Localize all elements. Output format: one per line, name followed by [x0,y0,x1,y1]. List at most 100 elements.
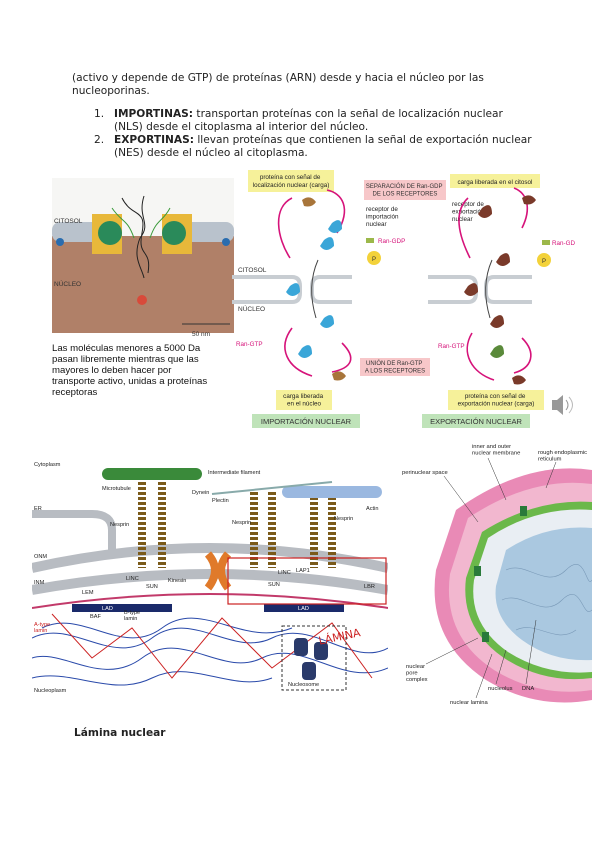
caption-line: Las moléculas menores a 5000 Da [52,343,201,354]
pore-complex-label: nuclear pore complex [406,664,428,683]
list-item: 1. IMPORTINAS: transportan proteínas con… [94,108,534,134]
label-line: SEPARACIÓN DE Ran-GDP [366,183,443,190]
importacion-title: IMPORTACIÓN NUCLEAR [261,417,352,426]
nucleo-label: NÚCLEO [54,279,81,288]
lem-label: LEM [82,590,94,596]
caption-line: transporte activo, unidas a proteínas [52,376,207,387]
cytoplasm-label: Cytoplasm [34,462,61,468]
list-term: IMPORTINAS: [114,108,194,120]
receptor-import-label: receptor de importación nuclear [366,206,400,228]
perinuclear-label: perinuclear space [402,470,448,476]
ran-gtp-label: Ran-GTP [236,341,263,348]
ran-gtp-label-2: Ran-GTP [438,343,465,350]
plectin-label: Plectin [212,498,229,504]
exportacion-title: EXPORTACIÓN NUCLEAR [430,417,522,426]
microtubule-label: Microtubule [102,486,131,492]
union-label: UNIÓN DE Ran-GTP A LOS RECEPTORES [365,360,425,375]
label-line: receptor de [452,201,484,208]
label-line: importación [366,214,399,221]
label-line: rough endoplasmic [538,450,587,456]
label-line: carga liberada [283,393,323,400]
scale-label: 50 nm [192,331,210,338]
intro-paragraph: (activo y depende de GTP) de proteínas (… [72,72,484,97]
sun-label-2: SUN [268,582,280,588]
ran-gdp-label-2: Ran-GD [552,240,576,247]
label-line: A LOS RECEPTORES [365,369,425,375]
label-line: nuclear [452,216,473,223]
a-type-lamin-label: A-type lamin [34,622,52,634]
pore-caption: Las moléculas menores a 5000 Da pasan li… [52,343,210,398]
section-title: Lámina nuclear [74,727,166,739]
label-line: B-type [124,610,140,616]
label-line: complex [406,677,428,683]
transport-list: 1. IMPORTINAS: transportan proteínas con… [94,108,534,160]
nucleo-label-2: NÚCLEO [238,304,265,313]
label-line: lamin [34,628,47,634]
label-line: A-type [34,622,50,628]
label-line: DE LOS RECEPTORES [373,192,438,198]
nucleosome-label: Nucleosome [288,682,319,688]
caption-line: mayores lo deben hacer por [52,365,172,376]
citosol-label-2: CITOSOL [238,267,267,274]
membrane-label: inner and outer nuclear membrane [472,444,520,457]
nesprin-label: Nesprin [110,522,129,528]
b-type-lamin-label: B-type lamin [124,610,142,622]
kinesin-label: Kinesin [168,578,186,584]
list-text: transportan proteínas con la señal de lo… [114,108,503,133]
label-line: nuclear [406,664,425,670]
inm-label: INM [34,580,45,586]
nucleolus-label: nucleolus [488,686,513,692]
list-number: 1. [94,108,105,120]
carga-export-label: proteína con señal de exportación nuclea… [458,393,535,408]
intermediate-filament-label: Intermediate filament [208,470,261,476]
speaker-icon[interactable] [552,395,573,415]
nuclear-lamina-label: nuclear lamina [450,700,488,706]
label-line: nuclear membrane [472,451,520,457]
label-line: lamin [124,616,137,622]
ran-gdp-label: Ran-GDP [378,238,405,245]
label-line: receptor de [366,206,398,213]
list-item: 2. EXPORTINAS: llevan proteínas que cont… [94,134,534,160]
caption-line: pasan libremente mientras que las [52,354,199,365]
lad-label: LAD [102,606,113,612]
baf-label: BAF [90,614,101,620]
nucleus-figure: inner and outer nuclear membrane rough e… [396,440,592,710]
receptor-export-label: receptor de exportación nuclear [452,201,486,223]
onm-label: ONM [34,554,47,560]
label-line: proteína con señal de [465,393,526,400]
rough-er-label: rough endoplasmic reticulum [538,450,589,463]
nuclear-pore-figure: CITOSOL NÚCLEO 50 nm Las moléculas menor… [52,178,234,398]
dna-label: DNA [522,686,534,692]
sun-label: SUN [146,584,158,590]
label-line: en el núcleo [287,401,321,408]
actin-label: Actin [366,506,378,512]
label-line: localización nuclear (carga) [253,182,330,189]
phosphate-label-2: P [542,259,546,265]
dynein-label: Dynein [192,490,209,496]
list-number: 2. [94,134,105,146]
label-line: exportación nuclear (carga) [458,401,535,408]
label-line: inner and outer [472,444,511,450]
carga-nucleo-label: carga liberada en el núcleo [283,393,325,408]
lamina-figure: Cytoplasm Microtubule Dynein Intermediat… [32,458,388,698]
label-line: reticulum [538,457,562,463]
label-line: UNIÓN DE Ran-GTP [366,360,422,367]
linc-label-2: LINC [278,570,291,576]
carga-citosol-label: carga liberada en el citosol [458,179,533,186]
nesprin-label-2: Nesprin [232,520,251,526]
separacion-label: SEPARACIÓN DE Ran-GDP DE LOS RECEPTORES [366,183,444,198]
lad-label-2: LAD [298,606,309,612]
label-line: exportación [452,209,485,216]
lap1-label: LAP1 [296,568,310,574]
caption-line: receptoras [52,387,98,398]
list-term: EXPORTINAS: [114,134,194,146]
nucleoplasm-label: Nucleoplasm [34,688,67,694]
carga-import-label: proteína con señal de localización nucle… [253,174,330,189]
nesprin-label-3: Nesprin [334,516,353,522]
label-line: nuclear [366,221,387,228]
linc-label: LINC [126,576,139,582]
list-text: llevan proteínas que contienen la señal … [114,134,532,159]
label-line: pore [406,671,418,677]
label-line: proteína con señal de [260,174,321,181]
lbr-label: LBR [364,584,375,590]
